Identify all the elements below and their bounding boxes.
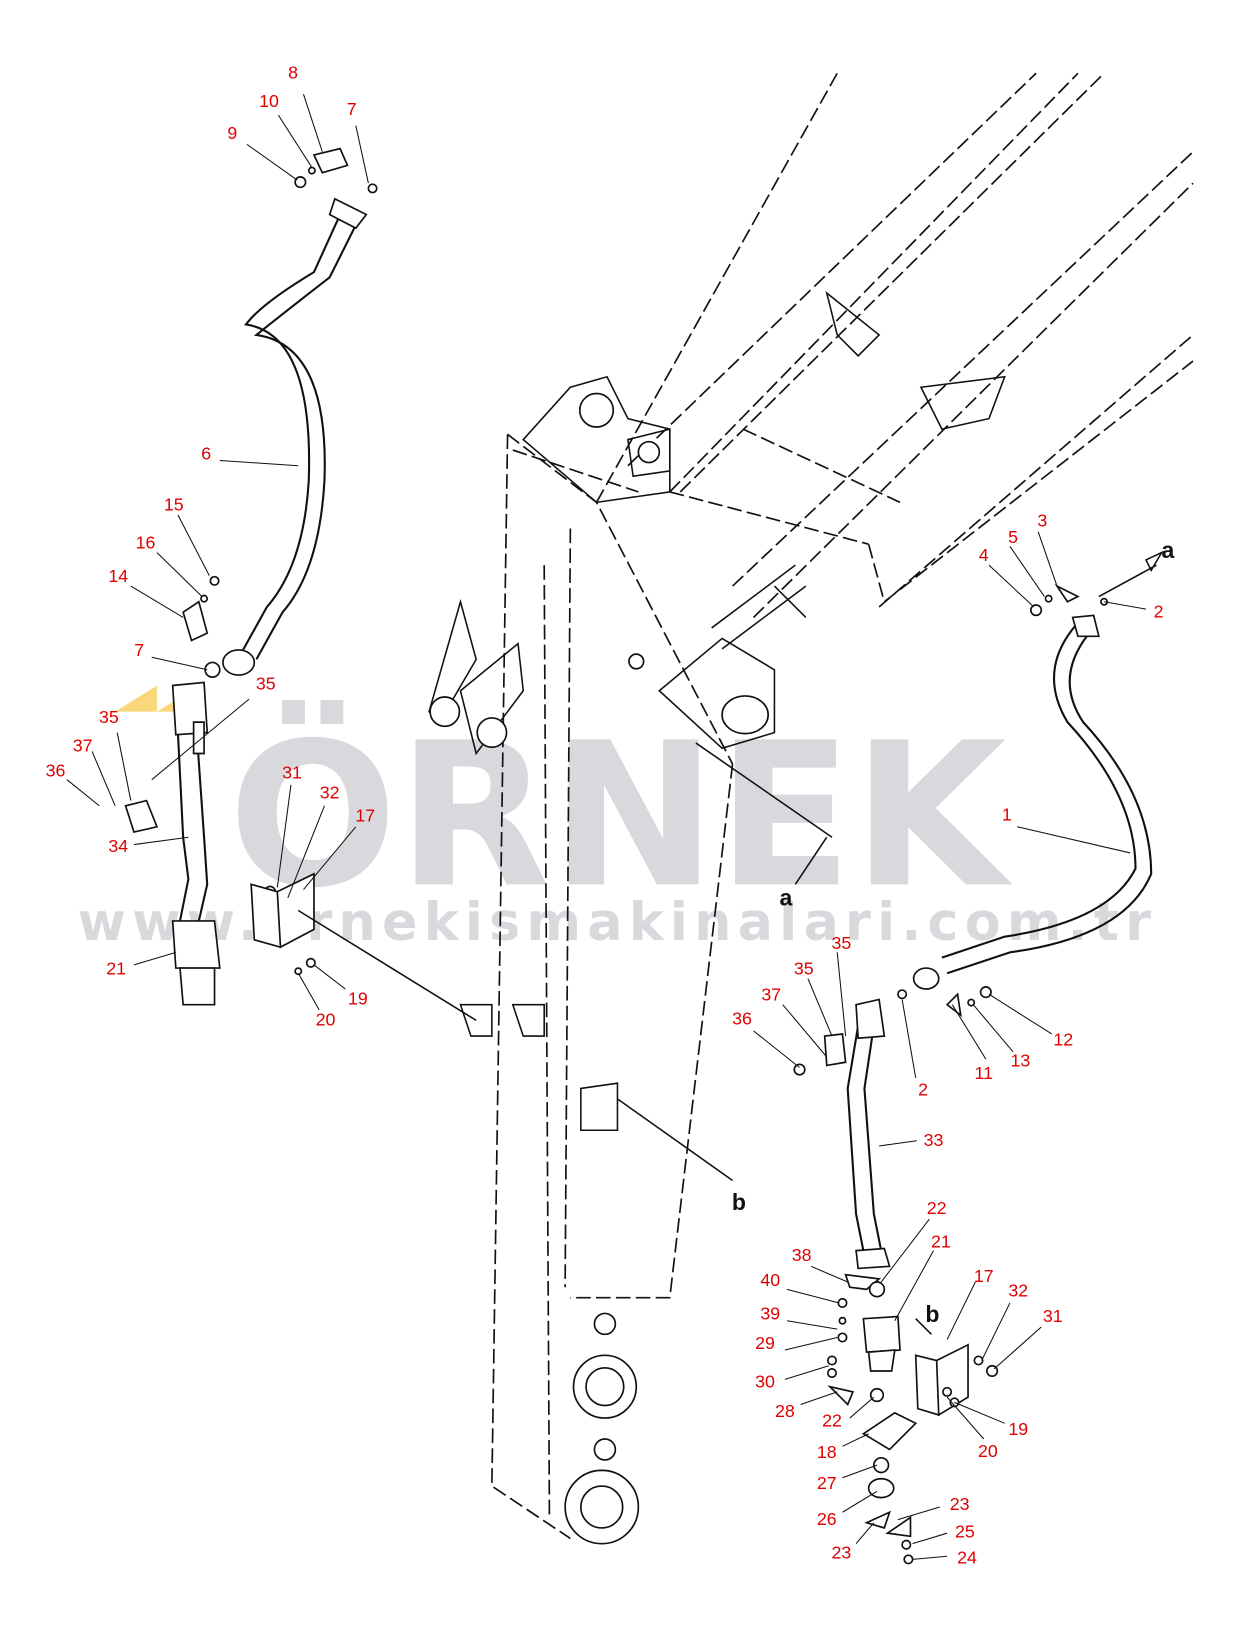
label-15: 15 <box>164 495 184 515</box>
label-18: 18 <box>817 1442 837 1462</box>
label-30: 30 <box>755 1372 775 1392</box>
label-8: 8 <box>288 63 298 83</box>
label-20: 20 <box>316 1010 336 1030</box>
label-40: 40 <box>760 1270 780 1290</box>
label-17: 17 <box>355 806 375 826</box>
clamp-8 <box>294 147 378 194</box>
label-36: 36 <box>46 761 66 781</box>
label-11: 11 <box>975 1063 994 1083</box>
label-34: 34 <box>108 836 128 856</box>
label-19: 19 <box>1008 1419 1028 1439</box>
ref-a: a <box>780 884 793 910</box>
boom <box>428 72 1194 1545</box>
watermark-brand: ÖRNEK <box>228 699 1013 931</box>
label-31: 31 <box>282 763 302 783</box>
ref-a: a <box>1162 537 1175 563</box>
label-14: 14 <box>108 566 128 586</box>
label-35: 35 <box>794 958 814 978</box>
label-24: 24 <box>957 1548 977 1568</box>
hose-1 <box>912 583 1153 1018</box>
label-10: 10 <box>259 91 279 111</box>
ref-b: b <box>732 1189 746 1215</box>
label-29: 29 <box>755 1333 775 1353</box>
label-35: 35 <box>99 707 119 727</box>
label-20: 20 <box>978 1441 998 1461</box>
part-labels: 8 10 7 9 6 15 16 14 7 35 35 37 36 31 32 … <box>46 63 1164 1568</box>
label-7: 7 <box>134 640 144 660</box>
reference-labels: a a b b <box>732 537 1175 1327</box>
label-17: 17 <box>974 1266 994 1286</box>
label-35: 35 <box>832 933 852 953</box>
label-21: 21 <box>931 1231 951 1251</box>
label-16: 16 <box>136 532 156 552</box>
label-5: 5 <box>1008 527 1018 547</box>
label-25: 25 <box>955 1521 975 1541</box>
watermark-accent-left <box>115 685 157 712</box>
clamp-14 <box>182 575 221 678</box>
leader-lines <box>66 94 1164 1560</box>
watermark: ÖRNEK www.ornekismakinalari.com.tr <box>78 685 1158 953</box>
label-19: 19 <box>348 989 368 1009</box>
hose-6 <box>222 197 368 676</box>
label-2: 2 <box>1154 601 1164 621</box>
label-37: 37 <box>761 985 781 1005</box>
label-7: 7 <box>347 99 357 119</box>
label-22: 22 <box>927 1198 947 1218</box>
ref-b: b <box>925 1301 939 1327</box>
label-27: 27 <box>817 1473 837 1493</box>
label-31: 31 <box>1043 1306 1063 1326</box>
label-37: 37 <box>73 735 93 755</box>
label-35: 35 <box>256 674 276 694</box>
label-4: 4 <box>979 545 989 565</box>
label-9: 9 <box>227 123 237 143</box>
label-13: 13 <box>1010 1050 1030 1070</box>
label-23: 23 <box>950 1494 970 1514</box>
label-36: 36 <box>732 1009 752 1029</box>
label-26: 26 <box>817 1509 837 1529</box>
label-21: 21 <box>106 958 126 978</box>
label-23: 23 <box>832 1542 852 1562</box>
label-6: 6 <box>201 443 211 463</box>
label-33: 33 <box>924 1130 944 1150</box>
tube-34 <box>124 681 477 1022</box>
label-22: 22 <box>822 1410 842 1430</box>
label-3: 3 <box>1037 510 1047 530</box>
label-28: 28 <box>775 1401 795 1421</box>
label-1: 1 <box>1002 804 1012 824</box>
label-38: 38 <box>792 1245 812 1265</box>
label-12: 12 <box>1053 1030 1073 1050</box>
label-32: 32 <box>320 783 340 803</box>
watermark-url: www.ornekismakinalari.com.tr <box>78 892 1158 953</box>
label-39: 39 <box>760 1304 780 1324</box>
label-32: 32 <box>1008 1281 1028 1301</box>
label-2: 2 <box>918 1080 928 1100</box>
